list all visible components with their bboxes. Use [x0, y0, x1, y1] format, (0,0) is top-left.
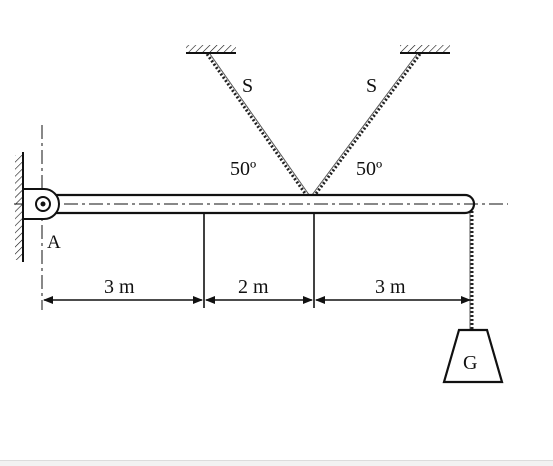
pin-joint — [22, 188, 60, 220]
ceiling-mount-right — [400, 45, 450, 54]
dimension-label-1: 3 m — [104, 276, 135, 298]
cable-left — [205, 53, 313, 200]
dimension-ticks — [203, 213, 315, 308]
dimension-label-2: 2 m — [238, 276, 269, 298]
ceiling-mount-left — [186, 45, 236, 54]
cable-label-right: S — [366, 75, 377, 97]
weight-label: G — [463, 352, 477, 374]
bottom-band — [0, 460, 553, 466]
cable-label-left: S — [242, 75, 253, 97]
support-label: A — [47, 232, 61, 253]
cable-right — [308, 53, 422, 200]
angle-label-left: 50º — [230, 158, 256, 180]
weight-block — [442, 328, 504, 384]
cable-hanging — [469, 207, 474, 330]
dimension-label-3: 3 m — [375, 276, 406, 298]
wall-support — [15, 152, 24, 262]
beam — [14, 125, 508, 310]
angle-label-right: 50º — [356, 158, 382, 180]
